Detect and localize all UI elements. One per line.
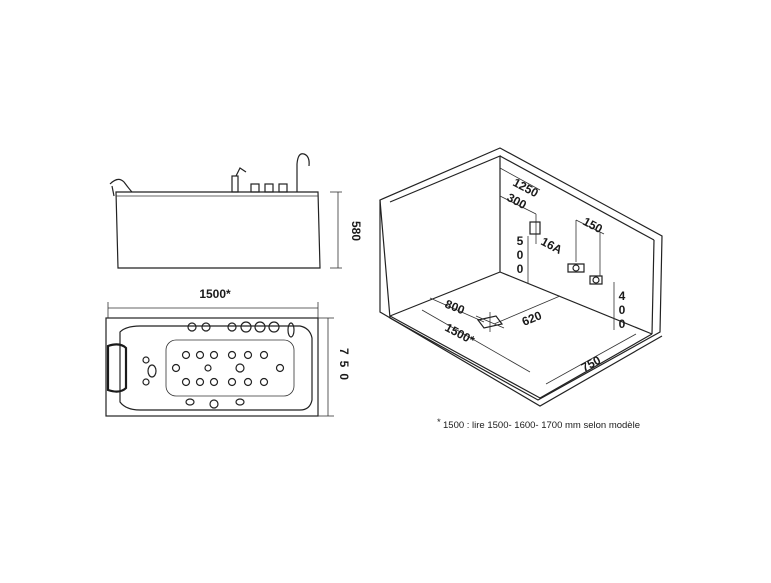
svg-text:0: 0 (517, 248, 524, 262)
tub-length-dim-line (421, 309, 531, 373)
drain-from-wall-label: 800 (443, 297, 467, 318)
svg-text:0: 0 (619, 317, 626, 331)
tap-knob-2 (264, 183, 274, 193)
socket-icon (529, 221, 541, 235)
spout (296, 153, 310, 192)
rim-taps (187, 321, 295, 338)
bottom-jet (235, 398, 245, 406)
room-view: 1250 300 16A 5 0 0 150 4 0 0 800 (379, 147, 663, 407)
drain-side-dim-line (493, 295, 561, 325)
side-tub-body (115, 191, 321, 269)
side-jet (147, 364, 157, 378)
bottom-jet (185, 398, 195, 406)
footnote-text: 1500 : lire 1500- 1600- 1700 mm selon mo… (443, 420, 640, 431)
hand-shower-holder (231, 175, 239, 193)
floor-drain-icon (475, 312, 505, 332)
svg-text:0: 0 (619, 303, 626, 317)
left-wall-inner (389, 155, 501, 317)
headrest-shape (109, 178, 133, 193)
jets-panel (165, 339, 295, 397)
footnote: * 1500 : lire 1500- 1600- 1700 mm selon … (437, 417, 640, 431)
top-width-label: 750 (337, 348, 351, 386)
body-jets (171, 350, 285, 387)
top-tub-outline (105, 317, 319, 417)
floor-back-edge (499, 271, 653, 335)
drain (209, 399, 219, 409)
socket-label: 16A (539, 234, 565, 257)
drain-wall-dim-line (429, 297, 485, 323)
svg-text:4: 4 (619, 289, 626, 303)
socket-height-label-1: 5 (517, 234, 524, 248)
footnote-asterisk: * (437, 417, 441, 428)
floor-front-edge (389, 315, 653, 399)
tub-width-dim-line (545, 333, 637, 385)
tap-knob-3 (278, 183, 288, 193)
top-tub-basin (119, 325, 313, 411)
side-view: 580 (109, 153, 363, 269)
side-height-label: 580 (349, 221, 363, 241)
top-headrest (106, 343, 128, 393)
top-view: 1500* (105, 287, 351, 417)
water-inlets (567, 263, 603, 285)
tub-length-label: 1500* (443, 320, 478, 347)
tap-knob-1 (250, 183, 260, 193)
svg-text:0: 0 (517, 262, 524, 276)
top-length-label: 1500* (199, 287, 231, 301)
